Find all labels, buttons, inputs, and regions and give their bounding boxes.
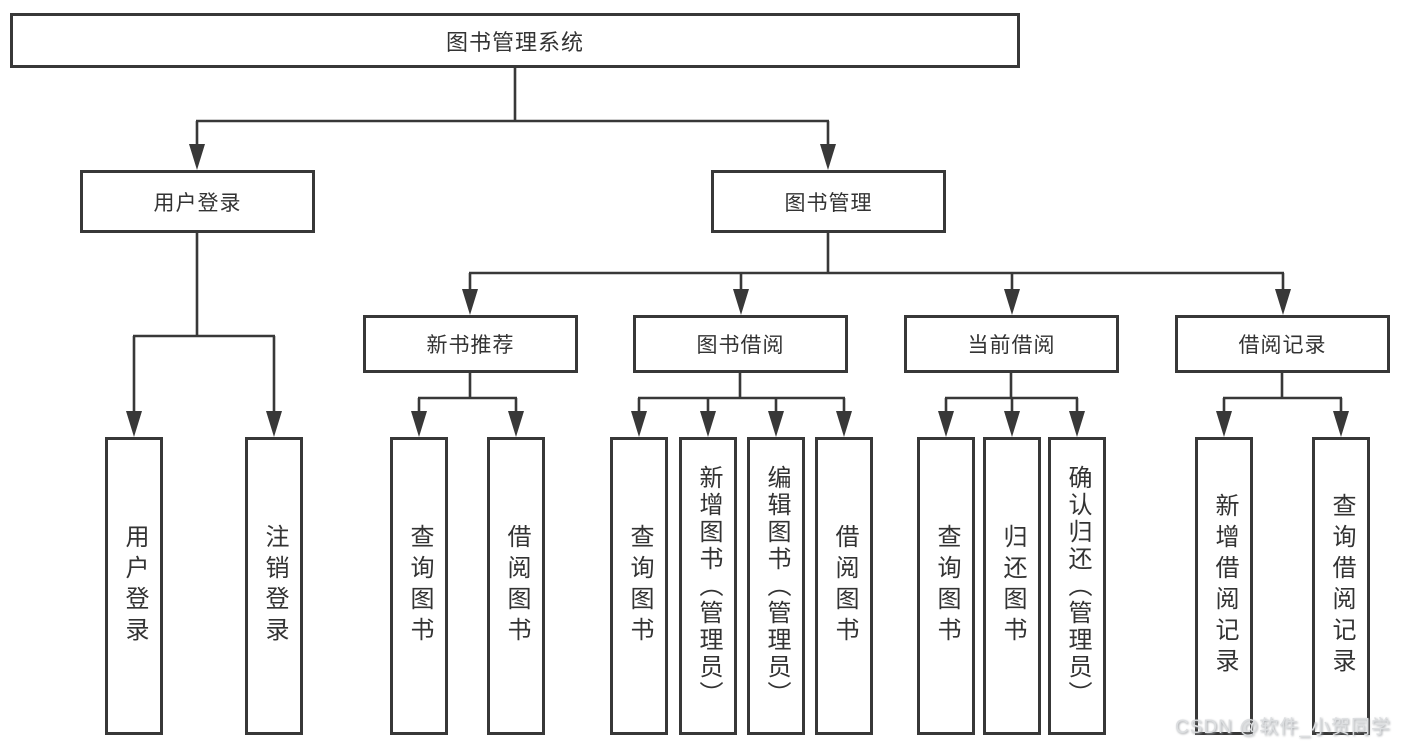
node-recommend-borrow-books: 借阅图书	[487, 437, 545, 735]
node-label: 新增借阅记录	[1211, 493, 1238, 679]
node-label: 查询借阅记录	[1328, 493, 1355, 679]
node-query-borrow-record: 查询借阅记录	[1312, 437, 1370, 735]
node-label: 查询图书	[626, 524, 653, 648]
node-return-books: 归还图书	[983, 437, 1041, 735]
node-new-book-recommendation: 新书推荐	[363, 315, 578, 373]
csdn-watermark: CSDN @软件_小贺同学	[1175, 717, 1391, 738]
node-label: 借阅记录	[1238, 334, 1327, 357]
node-label: 借阅图书	[831, 524, 858, 648]
node-label: 新书推荐	[426, 334, 515, 357]
node-label: 用户登录	[153, 191, 242, 215]
node-borrow-books-action: 借阅图书	[815, 437, 873, 735]
node-label: 查询图书	[933, 524, 960, 648]
node-label: 图书管理	[784, 191, 873, 215]
node-user-login: 用户登录	[80, 170, 315, 233]
node-borrow-query-books: 查询图书	[610, 437, 668, 735]
node-user-login-action: 用户登录	[105, 437, 163, 735]
node-label: 借阅图书	[503, 524, 530, 648]
node-label: 归还图书	[999, 524, 1026, 648]
node-add-books-admin: 新增图书（管理员）	[679, 437, 737, 735]
node-borrowing-records: 借阅记录	[1175, 315, 1390, 373]
node-label: 用户登录	[121, 524, 148, 648]
node-current-borrowing: 当前借阅	[904, 315, 1119, 373]
node-logout-action: 注销登录	[245, 437, 303, 735]
node-label: 当前借阅	[967, 334, 1056, 357]
node-label: 注销登录	[261, 524, 288, 648]
node-library-management-system: 图书管理系统	[10, 13, 1020, 68]
node-recommend-query-books: 查询图书	[390, 437, 448, 735]
node-current-query-books: 查询图书	[917, 437, 975, 735]
node-add-borrow-record: 新增借阅记录	[1195, 437, 1253, 735]
node-book-borrowing: 图书借阅	[633, 315, 848, 373]
node-edit-books-admin: 编辑图书（管理员）	[747, 437, 805, 735]
node-label: 图书管理系统	[445, 29, 584, 55]
node-book-management: 图书管理	[711, 170, 946, 233]
node-confirm-return-admin: 确认归还（管理员）	[1048, 437, 1106, 735]
node-label: 图书借阅	[696, 334, 785, 357]
node-label: 确认归还（管理员）	[1064, 464, 1091, 708]
node-label: 查询图书	[406, 524, 433, 648]
node-label: 编辑图书（管理员）	[763, 464, 790, 708]
node-label: 新增图书（管理员）	[695, 464, 722, 708]
